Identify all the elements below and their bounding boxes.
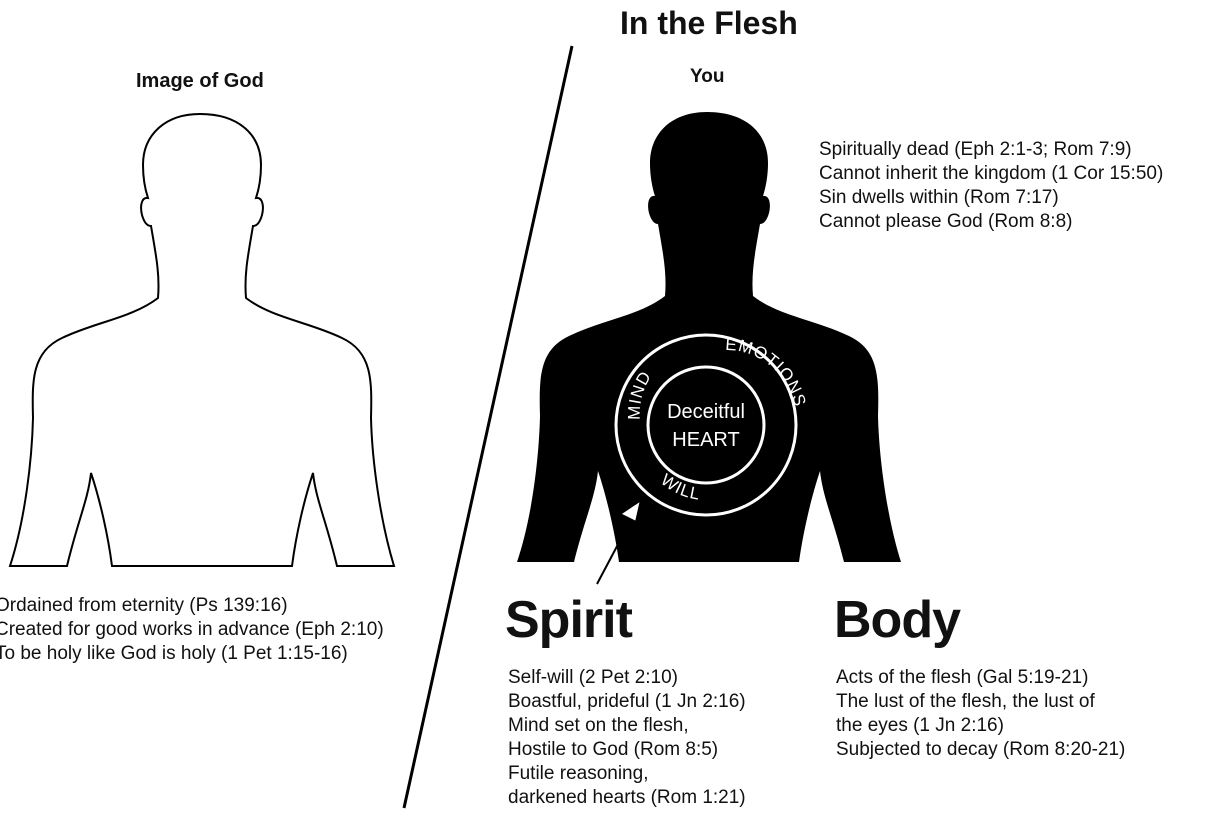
you-list: Spiritually dead (Eph 2:1-3; Rom 7:9) Ca…	[819, 138, 1163, 234]
list-item: The lust of the flesh, the lust of	[836, 690, 1125, 714]
list-item: Boastful, prideful (1 Jn 2:16)	[508, 690, 746, 714]
list-item: Created for good works in advance (Eph 2…	[0, 618, 384, 642]
list-item: Cannot inherit the kingdom (1 Cor 15:50)	[819, 162, 1163, 186]
image-of-god-list: Ordained from eternity (Ps 139:16) Creat…	[0, 594, 384, 666]
list-item: Subjected to decay (Rom 8:20-21)	[836, 738, 1125, 762]
body-heading: Body	[834, 590, 960, 650]
list-item: Futile reasoning,	[508, 762, 746, 786]
list-item: Mind set on the flesh,	[508, 714, 746, 738]
list-item: the eyes (1 Jn 2:16)	[836, 714, 1125, 738]
list-item: darkened hearts (Rom 1:21)	[508, 786, 746, 810]
spirit-list: Self-will (2 Pet 2:10) Boastful, pridefu…	[508, 666, 746, 810]
list-item: Sin dwells within (Rom 7:17)	[819, 186, 1163, 210]
body-list: Acts of the flesh (Gal 5:19-21) The lust…	[836, 666, 1125, 762]
heart-label-line2: HEART	[672, 429, 739, 451]
outline-person-icon	[10, 114, 394, 566]
spirit-heading: Spirit	[505, 590, 632, 650]
list-item: Hostile to God (Rom 8:5)	[508, 738, 746, 762]
list-item: To be holy like God is holy (1 Pet 1:15-…	[0, 642, 384, 666]
list-item: Self-will (2 Pet 2:10)	[508, 666, 746, 690]
list-item: Acts of the flesh (Gal 5:19-21)	[836, 666, 1125, 690]
heart-label-line1: Deceitful	[667, 401, 745, 423]
list-item: Cannot please God (Rom 8:8)	[819, 210, 1163, 234]
list-item: Ordained from eternity (Ps 139:16)	[0, 594, 384, 618]
list-item: Spiritually dead (Eph 2:1-3; Rom 7:9)	[819, 138, 1163, 162]
